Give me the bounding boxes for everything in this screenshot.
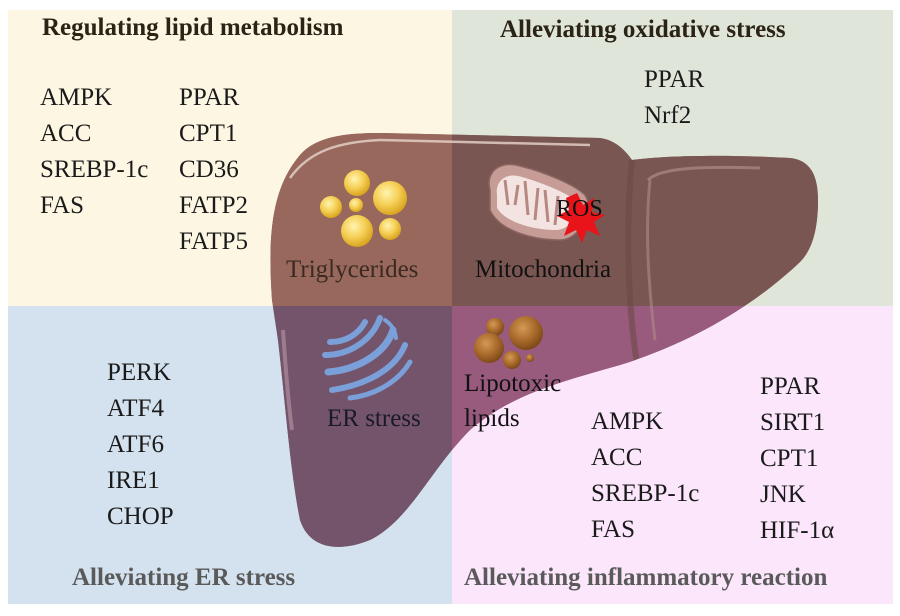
marker-item: CPT1 (760, 445, 819, 472)
inflammatory-reaction-title: Alleviating inflammatory reaction (464, 564, 828, 591)
mitochondria-label: Mitochondria (475, 256, 612, 283)
marker-item: AMPK (40, 84, 113, 111)
er-stress-label: ER stress (327, 405, 421, 432)
marker-item: CPT1 (179, 120, 238, 147)
marker-item: FATP2 (179, 192, 249, 219)
marker-item: HIF-1α (760, 517, 835, 544)
ros-label: ROS (556, 196, 603, 222)
lipids-label: lipids (464, 405, 520, 432)
mitochondria-icon (488, 163, 589, 241)
triglyceride-droplet (349, 198, 363, 212)
marker-item: ATF4 (107, 395, 164, 422)
marker-item: ACC (40, 120, 92, 147)
marker-item: SREBP-1c (40, 156, 149, 183)
marker-item: ATF6 (107, 431, 164, 458)
marker-item: FATP5 (179, 228, 249, 255)
marker-item: FAS (591, 516, 636, 543)
triglyceride-droplet (341, 215, 373, 247)
lipid-droplet (509, 316, 543, 350)
marker-item: PPAR (760, 373, 821, 400)
triglycerides-icon (320, 170, 407, 247)
marker-item: AMPK (591, 408, 664, 435)
triglyceride-droplet (344, 170, 370, 196)
marker-item: PPAR (644, 66, 705, 93)
lipid-droplet (486, 318, 504, 336)
lipid-droplet (526, 354, 534, 362)
marker-item: Nrf2 (644, 102, 692, 129)
triglycerides-label: Triglycerides (286, 256, 419, 283)
marker-item: SIRT1 (760, 409, 826, 436)
lipotoxic-label: Lipotoxic (464, 370, 562, 397)
triglyceride-droplet (373, 181, 407, 215)
marker-item: FAS (40, 192, 85, 219)
marker-item: JNK (760, 481, 806, 508)
marker-item: CD36 (179, 156, 239, 183)
er-stress-title: Alleviating ER stress (72, 564, 296, 591)
marker-item: IRE1 (107, 467, 160, 494)
ros-burst-icon (557, 193, 605, 243)
marker-item: SREBP-1c (591, 480, 700, 507)
lipid-droplet (503, 351, 521, 369)
marker-item: CHOP (107, 503, 174, 530)
marker-item: PPAR (179, 84, 240, 111)
er-icon (322, 315, 413, 401)
triglyceride-droplet (320, 196, 342, 218)
lipid-metabolism-title: Regulating lipid metabolism (42, 14, 344, 41)
lipotoxic-lipids-icon (474, 316, 543, 369)
oxidative-stress-title: Alleviating oxidative stress (500, 16, 786, 43)
triglyceride-droplet (379, 218, 401, 240)
marker-item: ACC (591, 444, 643, 471)
marker-item: PERK (107, 359, 171, 386)
oxidative-stress-list: PPAR Nrf2 (644, 62, 704, 134)
lipid-droplet (474, 333, 504, 363)
